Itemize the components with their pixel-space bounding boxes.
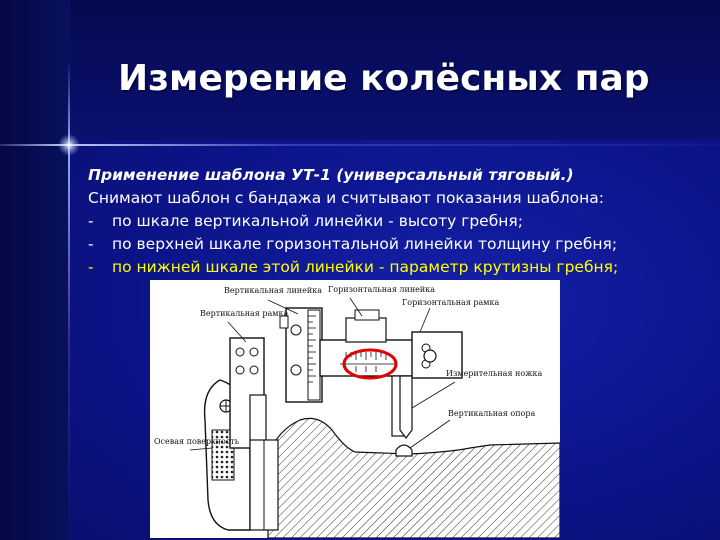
label-horizontal-frame: Горизонтальная рамка	[402, 298, 500, 307]
list-dash: -	[88, 235, 94, 253]
template-drawing: Вертикальная линейка Вертикальная рамка …	[150, 280, 560, 538]
list-item-text: по шкале вертикальной линейки - высоту г…	[112, 212, 523, 230]
horizontal-frame	[411, 331, 463, 379]
vertical-scale-ticks	[308, 315, 316, 383]
label-horizontal-ruler: Горизонтальная линейка	[328, 285, 435, 294]
list-item: -по шкале вертикальной линейки - высоту …	[88, 210, 713, 233]
horizontal-scale-ticks	[345, 352, 387, 372]
decorative-star-icon	[58, 134, 80, 156]
decorative-vertical-flare	[68, 60, 70, 540]
slide-intro: Снимают шаблон с бандажа и считывают пок…	[88, 189, 604, 207]
label-vertical-frame: Вертикальная рамка	[200, 309, 289, 318]
list-item-highlighted: -по нижней шкале этой линейки - параметр…	[88, 256, 713, 279]
slide-left-band	[0, 0, 70, 540]
axial-support-hatch	[211, 429, 235, 481]
label-axial-surface: Осевая поверхность	[154, 437, 240, 446]
template-drawing-svg: Вертикальная линейка Вертикальная рамка …	[154, 285, 560, 538]
list-item-text: по верхней шкале горизонтальной линейки …	[112, 235, 618, 253]
list-dash: -	[88, 212, 94, 230]
label-vertical-support: Вертикальная опора	[448, 409, 535, 418]
label-measuring-leg: Измерительная ножка	[446, 369, 543, 378]
measuring-leg	[399, 375, 413, 439]
decorative-horizontal-flare	[0, 144, 720, 146]
slide-title: Измерение колёсных пар	[118, 58, 650, 99]
list-item: -по верхней шкале горизонтальной линейки…	[88, 233, 713, 256]
wheel-profile	[267, 417, 560, 538]
label-vertical-ruler: Вертикальная линейка	[224, 286, 322, 295]
list-item-text: по нижней шкале этой линейки - параметр …	[112, 258, 619, 276]
right-screw-icon	[423, 349, 437, 363]
vertical-support	[395, 444, 413, 457]
list-dash: -	[88, 258, 94, 276]
lower-scale-marker	[342, 348, 398, 380]
slide-body: Применение шаблона УТ-1 (универсальный т…	[88, 164, 713, 279]
slide-subtitle: Применение шаблона УТ-1 (универсальный т…	[88, 166, 574, 184]
slide-top-background	[0, 0, 720, 140]
